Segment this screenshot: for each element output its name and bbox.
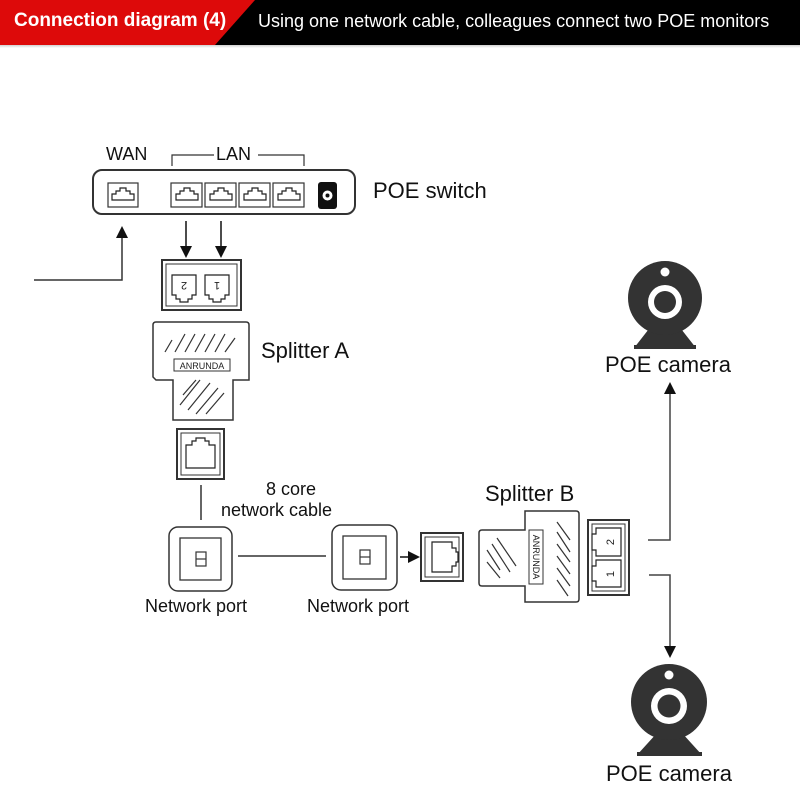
header-title: Connection diagram (4) (14, 10, 227, 31)
splitter-b-ports: 2 1 (587, 519, 630, 596)
network-port-2 (331, 524, 398, 591)
splitter-a-port-label-1: 1 (214, 279, 220, 291)
lan-port-4 (272, 182, 305, 208)
splitter-a-label: Splitter A (261, 338, 350, 363)
camera-bottom-label: POE camera (606, 761, 732, 786)
header-title-badge (0, 0, 255, 45)
camera-icon (628, 261, 702, 349)
splitter-b-port-label-2: 2 (605, 539, 617, 545)
header-subtitle: Using one network cable, colleagues conn… (258, 11, 770, 31)
splitter-a-ports: 2 1 (161, 259, 242, 311)
splitter-b-body: ANRUNDA (478, 510, 580, 603)
arrow-splitter-b-to-camera-bottom (649, 574, 676, 658)
wan-label: WAN (106, 144, 148, 164)
splitter-b-port-label-1: 1 (605, 571, 617, 577)
splitter-a-port-1 (204, 274, 230, 303)
header-divider (0, 45, 800, 48)
cable-label-line1: 8 core (265, 479, 317, 499)
header-bar: Connection diagram (4) Using one network… (0, 0, 800, 45)
splitter-a-port-label-2: 2 (181, 279, 187, 291)
lan-port-3 (238, 182, 271, 208)
arrow-splitter-b-to-camera-top (648, 382, 676, 541)
splitter-a-body: ANRUNDA (152, 321, 250, 421)
lan-bracket (171, 154, 305, 166)
camera-icon (631, 664, 707, 756)
splitter-b-brand: ANRUNDA (531, 535, 541, 580)
splitter-a-brand: ANRUNDA (180, 361, 225, 371)
poe-switch-label: POE switch (373, 178, 487, 203)
camera-top-label: POE camera (605, 352, 731, 377)
splitter-b-port-1 (591, 559, 622, 588)
lan-port-1 (170, 182, 203, 208)
power-jack-icon (318, 182, 337, 209)
poe-switch (92, 154, 356, 215)
splitter-b-label: Splitter B (485, 481, 575, 506)
splitter-b-input-jack (420, 532, 464, 582)
arrow-uplink-to-wan (34, 226, 128, 281)
wan-port (107, 182, 139, 208)
splitter-a-port-2 (171, 274, 197, 303)
lan-label: LAN (216, 144, 252, 164)
splitter-b-port-2 (591, 527, 622, 557)
network-port-1-label: Network port (145, 596, 248, 616)
lan-port-2 (204, 182, 237, 208)
network-port-2-label: Network port (307, 596, 410, 616)
splitter-a-input-jack (176, 428, 225, 480)
network-port-1 (168, 526, 233, 592)
cable-label-line2: network cable (221, 500, 333, 520)
